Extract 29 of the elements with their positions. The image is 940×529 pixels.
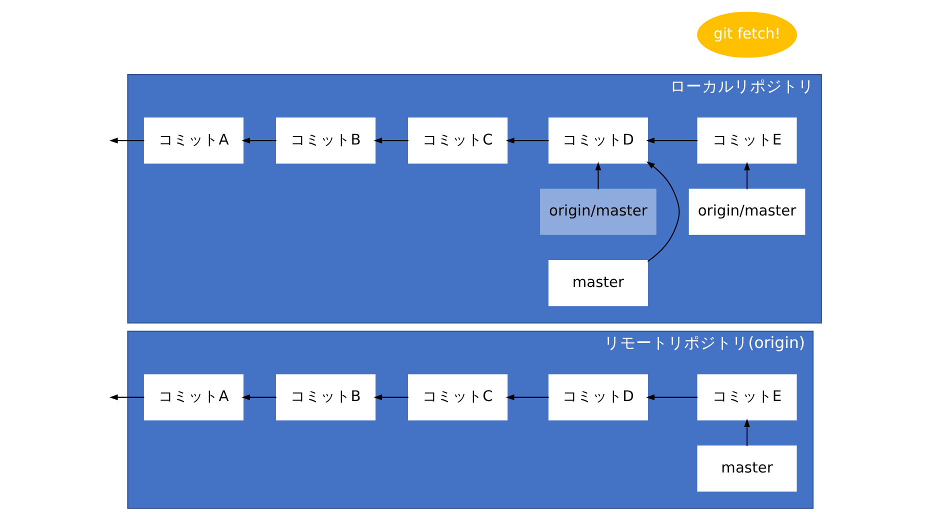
arrow: [506, 138, 549, 144]
arrow: [646, 394, 698, 400]
node-ellipse: git fetch!: [697, 12, 797, 58]
node-box: コミットD: [548, 118, 648, 164]
node-box: master: [548, 260, 648, 306]
node-box: origin/master: [540, 188, 656, 235]
node-box: master: [697, 446, 797, 492]
arrow: [506, 394, 549, 400]
arrow: [595, 162, 602, 190]
node-box: コミットB: [276, 118, 376, 164]
node-box: コミットE: [697, 374, 797, 420]
node-box: コミットD: [548, 374, 648, 420]
node-box: コミットE: [697, 118, 797, 164]
arrow: [374, 394, 408, 400]
node-box: コミットA: [144, 118, 244, 164]
arrow: [242, 394, 276, 400]
arrow: [744, 162, 750, 190]
arrow: [646, 138, 698, 144]
arrow: [374, 138, 408, 144]
arrow: [109, 138, 144, 144]
arrow: [109, 394, 144, 400]
node-box: コミットB: [276, 374, 376, 420]
node-box: コミットC: [408, 118, 508, 164]
arrow: [646, 161, 680, 262]
arrow: [744, 418, 750, 446]
arrow: [242, 138, 276, 144]
node-box: コミットC: [408, 374, 508, 420]
node-box: origin/master: [688, 188, 806, 235]
node-box: コミットA: [144, 374, 244, 420]
